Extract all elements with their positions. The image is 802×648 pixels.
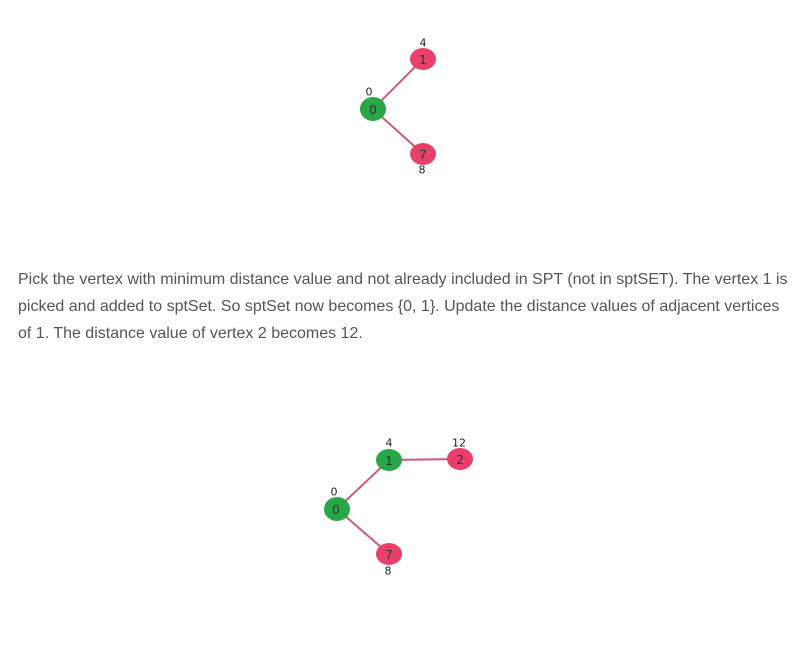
node-1 bbox=[410, 48, 436, 70]
node-2-label: 2 bbox=[456, 453, 464, 467]
distance-label-node-1: 4 bbox=[386, 437, 393, 450]
graph-before-update: 0 0 4 1 7 8 bbox=[360, 37, 436, 177]
distance-label-node-7: 8 bbox=[419, 164, 426, 177]
node-7 bbox=[376, 543, 402, 565]
distance-label-node-1: 4 bbox=[420, 37, 427, 50]
step-description: Pick the vertex with minimum distance va… bbox=[18, 271, 788, 342]
distance-label-node-0: 0 bbox=[331, 486, 338, 499]
node-7 bbox=[410, 143, 436, 165]
node-7-label: 7 bbox=[419, 148, 427, 162]
distance-label-node-2: 12 bbox=[452, 437, 466, 450]
node-0-label: 0 bbox=[369, 103, 377, 117]
distance-label-node-7: 8 bbox=[385, 565, 392, 578]
node-0-label: 0 bbox=[332, 503, 340, 517]
node-0 bbox=[324, 497, 350, 521]
node-7-label: 7 bbox=[385, 548, 393, 562]
node-0 bbox=[360, 97, 386, 121]
node-1 bbox=[376, 449, 402, 471]
distance-label-node-0: 0 bbox=[366, 86, 373, 99]
graph-after-update: 0 0 4 1 12 2 7 8 bbox=[324, 437, 473, 578]
node-1-label: 1 bbox=[385, 454, 393, 468]
node-2 bbox=[447, 448, 473, 470]
node-1-label: 1 bbox=[419, 53, 427, 67]
